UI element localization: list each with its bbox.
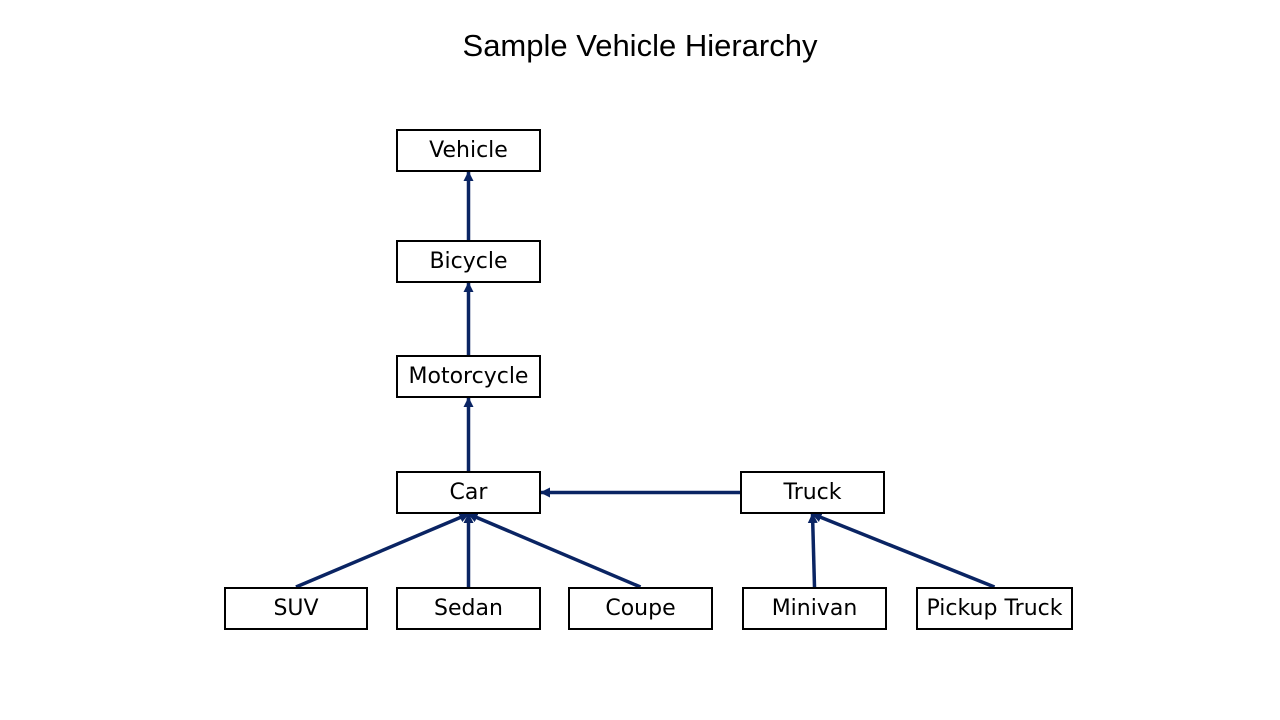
arrow-minivan-to-truck [807,513,818,588]
node-sedan: Sedan [396,587,541,630]
node-bicycle: Bicycle [396,240,541,283]
node-suv: SUV [224,587,368,630]
arrow-pickup-truck-to-truck [811,512,996,589]
node-minivan: Minivan [742,587,887,630]
node-pickup-truck: Pickup Truck [916,587,1073,630]
node-motorcycle: Motorcycle [396,355,541,398]
node-truck: Truck [740,471,885,514]
node-coupe: Coupe [568,587,713,630]
diagram-title: Sample Vehicle Hierarchy [462,28,818,63]
arrow-suv-to-car [295,512,470,589]
node-car: Car [396,471,541,514]
arrow-coupe-to-car [467,512,642,589]
node-vehicle: Vehicle [396,129,541,172]
